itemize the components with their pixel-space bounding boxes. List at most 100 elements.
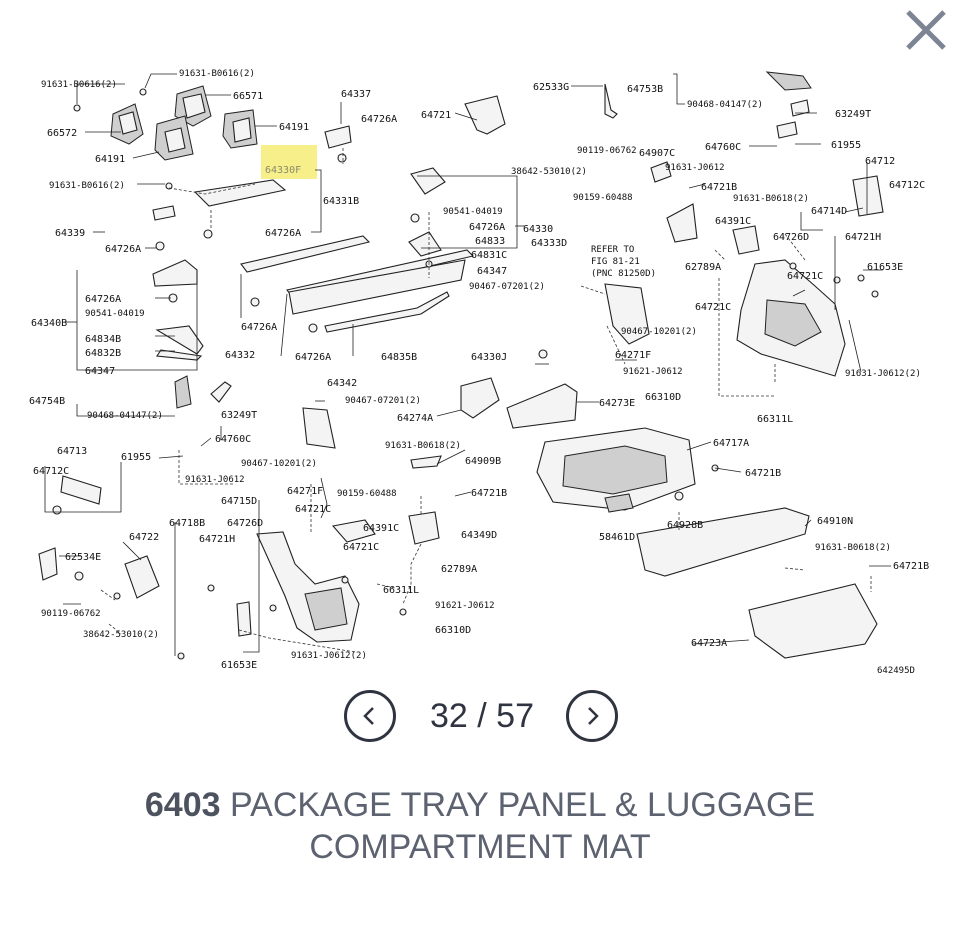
part-label[interactable]: 64349D: [461, 530, 497, 541]
part-label[interactable]: 64726A: [469, 222, 505, 233]
part-label[interactable]: 64722: [129, 532, 159, 543]
part-label[interactable]: 58461D: [599, 532, 635, 543]
part-label[interactable]: 64834B: [85, 334, 121, 345]
part-label[interactable]: 63249T: [221, 410, 257, 421]
part-label[interactable]: 91631-B0618(2): [733, 194, 809, 204]
part-label[interactable]: 64712C: [889, 180, 925, 191]
part-label[interactable]: 91621-J0612: [435, 601, 495, 611]
part-label[interactable]: 91631-B0616(2): [49, 181, 125, 191]
part-label[interactable]: 64721B: [471, 488, 507, 499]
part-label[interactable]: 63249T: [835, 109, 871, 120]
part-label[interactable]: 64712: [865, 156, 895, 167]
part-label[interactable]: 64712C: [33, 466, 69, 477]
part-label[interactable]: 64391C: [715, 216, 751, 227]
part-label[interactable]: 64910N: [817, 516, 853, 527]
part-label[interactable]: 64271F: [615, 350, 651, 361]
part-label[interactable]: 90119-06762: [41, 609, 101, 619]
part-label[interactable]: 62533G: [533, 82, 569, 93]
part-label[interactable]: 62534E: [65, 552, 101, 563]
part-label[interactable]: 90159-60488: [337, 489, 397, 499]
part-label[interactable]: 64332: [225, 350, 255, 361]
part-label-highlighted[interactable]: 64330F: [265, 165, 301, 176]
part-label[interactable]: 66311L: [757, 414, 793, 425]
part-label[interactable]: 64831C: [471, 250, 507, 261]
part-label[interactable]: 64717A: [713, 438, 749, 449]
part-label[interactable]: 64754B: [29, 396, 65, 407]
part-label[interactable]: 91631-J0612: [665, 163, 725, 173]
part-label[interactable]: 62789A: [685, 262, 721, 273]
part-label[interactable]: 64726D: [773, 232, 809, 243]
part-label[interactable]: 64273E: [599, 398, 635, 409]
part-label[interactable]: 64718B: [169, 518, 205, 529]
part-label[interactable]: 61653E: [867, 262, 903, 273]
part-label[interactable]: 90468-04147(2): [87, 411, 163, 421]
part-label[interactable]: 64928B: [667, 520, 703, 531]
part-label[interactable]: 91621-J0612: [623, 367, 683, 377]
part-label[interactable]: 64191: [95, 154, 125, 165]
part-label[interactable]: 64333D: [531, 238, 567, 249]
part-label[interactable]: 64721C: [295, 504, 331, 515]
part-label[interactable]: 64715D: [221, 496, 257, 507]
part-label[interactable]: 64721B: [893, 561, 929, 572]
part-label[interactable]: 64726A: [85, 294, 121, 305]
part-label[interactable]: 64721C: [695, 302, 731, 313]
part-label[interactable]: 64726D: [227, 518, 263, 529]
part-label[interactable]: 64330J: [471, 352, 507, 363]
part-label[interactable]: 64721C: [343, 542, 379, 553]
part-label[interactable]: 64271F: [287, 486, 323, 497]
part-label[interactable]: 90119-06762: [577, 146, 637, 156]
part-label[interactable]: 61653E: [221, 660, 257, 671]
part-label[interactable]: 66572: [47, 128, 77, 139]
part-label[interactable]: 90467-07201(2): [345, 396, 421, 406]
part-label[interactable]: 64274A: [397, 413, 433, 424]
part-label[interactable]: 90467-10201(2): [241, 459, 317, 469]
part-label[interactable]: 64330: [523, 224, 553, 235]
part-label[interactable]: 64721B: [745, 468, 781, 479]
part-label[interactable]: 66571: [233, 91, 263, 102]
part-label[interactable]: 64347: [477, 266, 507, 277]
part-label[interactable]: 64339: [55, 228, 85, 239]
part-label[interactable]: 64726A: [265, 228, 301, 239]
part-label[interactable]: 64721H: [845, 232, 881, 243]
part-label[interactable]: 91631-B0618(2): [385, 441, 461, 451]
part-label[interactable]: 64713: [57, 446, 87, 457]
part-label[interactable]: 64721: [421, 110, 451, 121]
part-label[interactable]: 38642-53010(2): [83, 630, 159, 640]
close-icon[interactable]: [900, 4, 954, 58]
next-page-button[interactable]: [566, 690, 618, 742]
part-label[interactable]: 91631-B0618(2): [815, 543, 891, 553]
part-label[interactable]: 64726A: [295, 352, 331, 363]
part-label[interactable]: 64342: [327, 378, 357, 389]
part-label[interactable]: 90541-04019: [85, 309, 145, 319]
part-label[interactable]: 64714D: [811, 206, 847, 217]
part-label[interactable]: 90467-10201(2): [621, 327, 697, 337]
part-label[interactable]: 66311L: [383, 585, 419, 596]
part-label[interactable]: 64340B: [31, 318, 67, 329]
part-label[interactable]: 90467-07201(2): [469, 282, 545, 292]
part-label[interactable]: 64721B: [701, 182, 737, 193]
part-label[interactable]: 64391C: [363, 523, 399, 534]
part-label[interactable]: 62789A: [441, 564, 477, 575]
previous-page-button[interactable]: [344, 690, 396, 742]
part-label[interactable]: 90541-04019: [443, 207, 503, 217]
part-label[interactable]: 66310D: [435, 625, 471, 636]
part-label[interactable]: 91631-B0616(2): [179, 69, 255, 79]
part-label[interactable]: 64723A: [691, 638, 727, 649]
part-label[interactable]: 64753B: [627, 84, 663, 95]
part-label[interactable]: 90159-60488: [573, 193, 633, 203]
part-label[interactable]: 64760C: [705, 142, 741, 153]
part-label[interactable]: 64760C: [215, 434, 251, 445]
part-label[interactable]: 64331B: [323, 196, 359, 207]
part-label[interactable]: 64721C: [787, 271, 823, 282]
part-label[interactable]: 64909B: [465, 456, 501, 467]
part-label[interactable]: 91631-B0616(2): [41, 80, 117, 90]
part-label[interactable]: 91631-J0612(2): [291, 651, 367, 661]
part-label[interactable]: 64832B: [85, 348, 121, 359]
part-label[interactable]: 64833: [475, 236, 505, 247]
part-label[interactable]: 38642-53010(2): [511, 167, 587, 177]
part-label[interactable]: 64726A: [105, 244, 141, 255]
part-label[interactable]: 64726A: [361, 114, 397, 125]
part-label[interactable]: 91631-J0612: [185, 475, 245, 485]
part-label[interactable]: 64347: [85, 366, 115, 377]
part-label[interactable]: 90468-04147(2): [687, 100, 763, 110]
